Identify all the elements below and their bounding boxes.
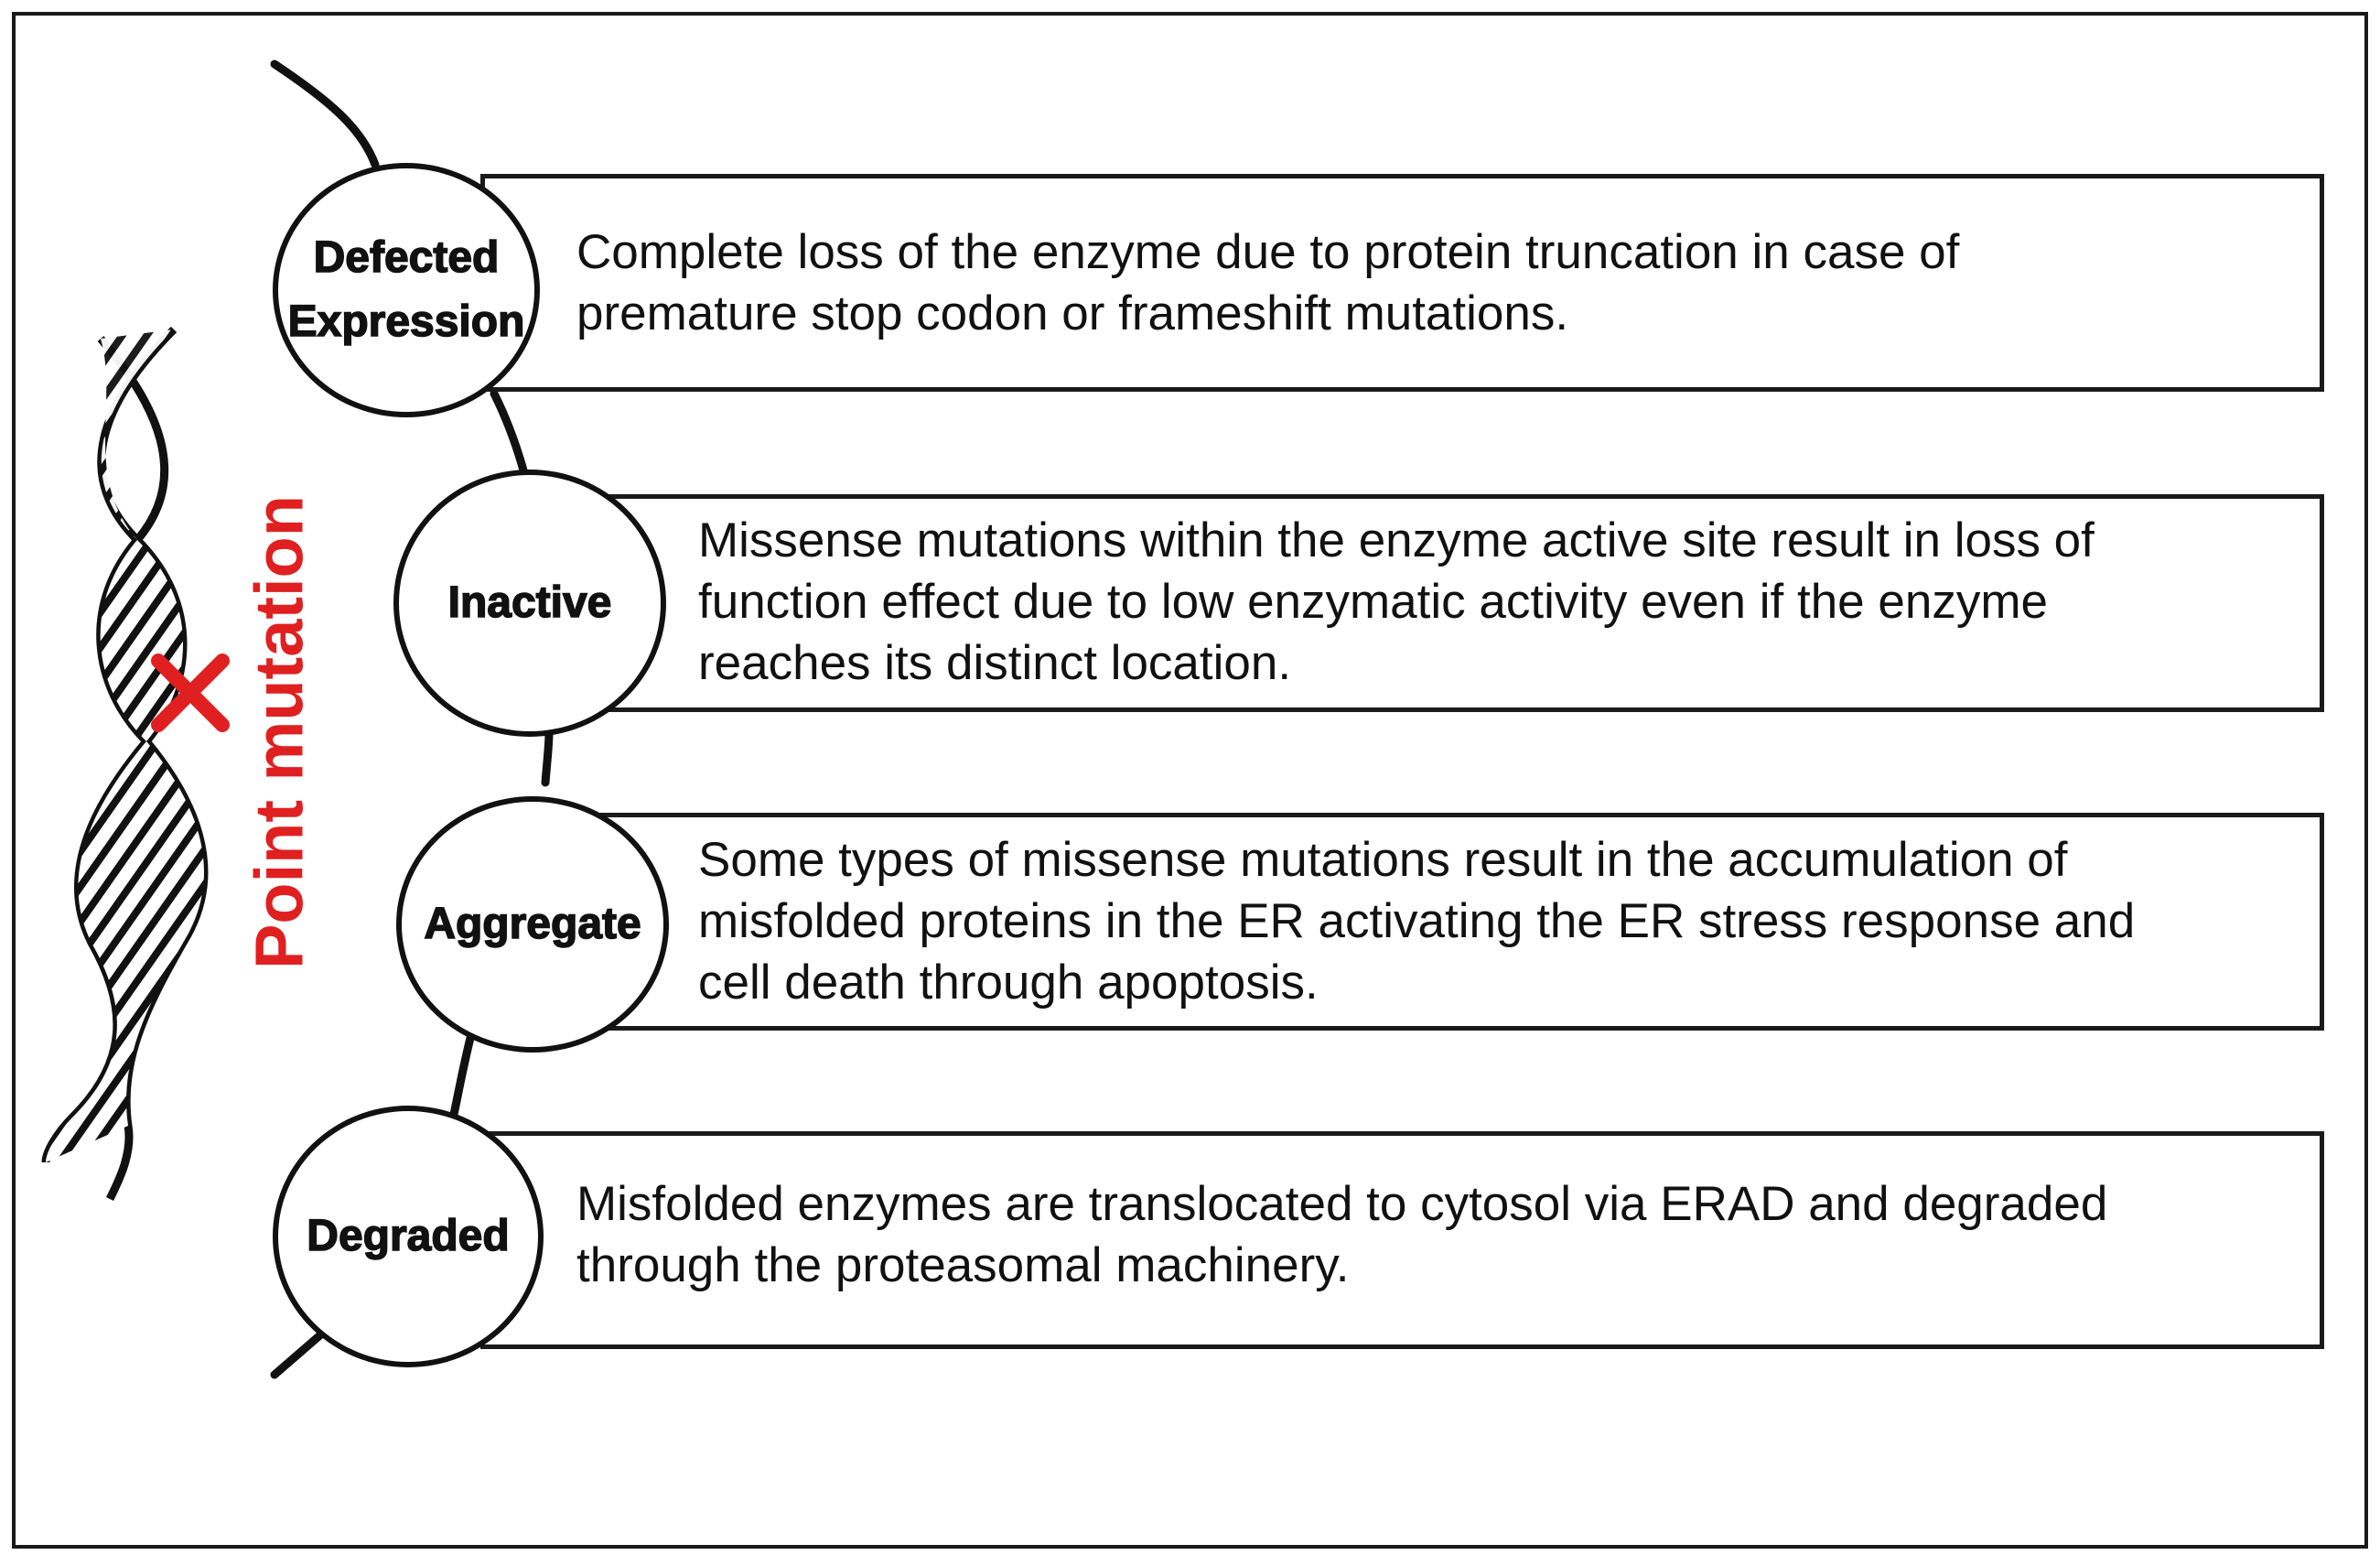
figure-frame: [12, 12, 2368, 1549]
outcome-circle-inactive: Inactive: [393, 470, 666, 737]
outcome-description: Some types of missense mutations result …: [698, 833, 2136, 1010]
outcome-label: Defected Expression: [287, 232, 525, 347]
outcome-box-inactive: [586, 494, 2324, 712]
point-mutation-label: Point mutation: [241, 495, 318, 969]
outcome-circle-aggregate: Aggregate: [396, 796, 669, 1053]
outcome-circle-defected-expression: Defected Expression: [273, 163, 540, 417]
outcome-box-defected-expression: [480, 174, 2324, 392]
outcome-box-degraded: [480, 1131, 2324, 1349]
outcome-box-aggregate: [586, 813, 2324, 1031]
x-mark-icon: [151, 653, 230, 732]
outcome-description: Complete loss of the enzyme due to prote…: [576, 225, 1960, 340]
outcome-label: Aggregate: [424, 899, 642, 949]
dna-helix-icon: [41, 326, 209, 1202]
outcome-description: Missense mutations within the enzyme act…: [698, 513, 2095, 690]
outcome-label: Degraded: [307, 1211, 511, 1261]
outcome-circle-degraded: Degraded: [273, 1106, 544, 1367]
outcome-label: Inactive: [447, 578, 612, 628]
outcome-description: Misfolded enzymes are translocated to cy…: [576, 1177, 2108, 1292]
